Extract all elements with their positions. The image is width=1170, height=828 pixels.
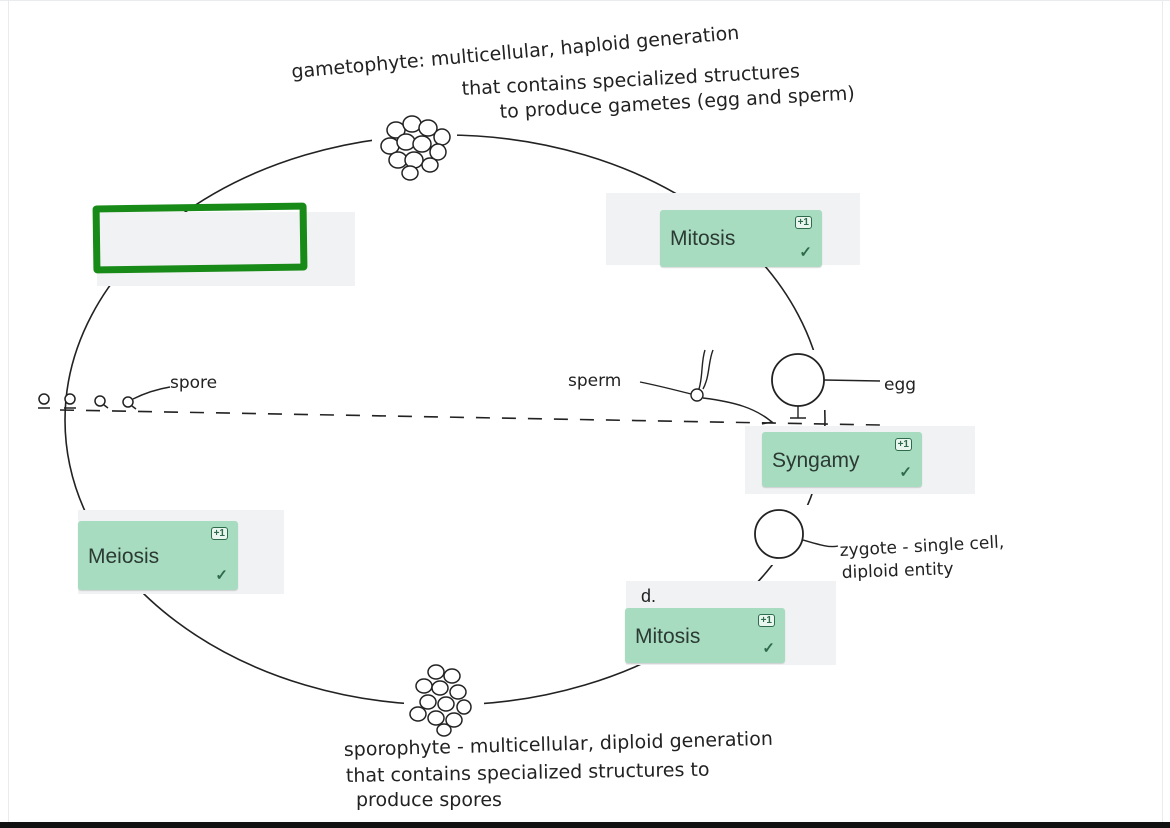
egg-cell-icon bbox=[771, 353, 825, 407]
gametophyte-cluster-icon bbox=[380, 115, 451, 181]
label-text: Mitosis bbox=[670, 227, 736, 250]
sperm-icon bbox=[639, 349, 774, 425]
ploidy-divider-line bbox=[59, 409, 881, 426]
label-text: Mitosis bbox=[635, 625, 701, 648]
svg-text:that contains specialized stru: that contains specialized structures to bbox=[346, 759, 710, 787]
egg-annotation: egg bbox=[884, 375, 916, 395]
svg-text:zygote - single cell,: zygote - single cell, bbox=[839, 532, 1004, 561]
check-icon: ✓ bbox=[762, 640, 775, 657]
sporophyte-cluster-icon bbox=[409, 664, 472, 737]
label-text: Syngamy bbox=[772, 449, 860, 472]
zygote-cell-icon bbox=[754, 509, 804, 559]
drop-pad-top-left bbox=[97, 212, 355, 286]
zygote-annotation: zygote - single cell, diploid entity bbox=[839, 532, 1004, 583]
svg-text:produce spores: produce spores bbox=[356, 789, 502, 811]
grid-line bbox=[0, 0, 1170, 1]
plus-one-badge: +1 bbox=[794, 216, 812, 229]
grid-line bbox=[8, 0, 9, 822]
svg-text:diploid entity: diploid entity bbox=[841, 559, 953, 583]
item-letter-d: d. bbox=[641, 586, 657, 606]
check-icon: ✓ bbox=[215, 567, 228, 584]
sperm-annotation: sperm bbox=[568, 371, 621, 391]
label-mitosis-bottom[interactable]: Mitosis +1 ✓ bbox=[625, 608, 785, 663]
label-meiosis[interactable]: Meiosis +1 ✓ bbox=[78, 521, 238, 590]
empty-answer-drop-zone[interactable] bbox=[92, 202, 308, 274]
label-text: Meiosis bbox=[88, 545, 160, 568]
check-icon: ✓ bbox=[899, 464, 912, 481]
sporophyte-annotation: sporophyte - multicellular, diploid gene… bbox=[344, 728, 774, 811]
bottom-edge-bar bbox=[0, 822, 1170, 828]
check-icon: ✓ bbox=[799, 244, 812, 261]
plus-one-badge: +1 bbox=[210, 527, 228, 540]
grid-line bbox=[1162, 0, 1163, 822]
label-syngamy[interactable]: Syngamy +1 ✓ bbox=[762, 432, 922, 487]
plus-one-badge: +1 bbox=[894, 438, 912, 451]
label-mitosis-top[interactable]: Mitosis +1 ✓ bbox=[660, 210, 822, 267]
plus-one-badge: +1 bbox=[757, 614, 775, 627]
spore-annotation: spore bbox=[170, 373, 217, 393]
spore-icons bbox=[38, 386, 171, 410]
